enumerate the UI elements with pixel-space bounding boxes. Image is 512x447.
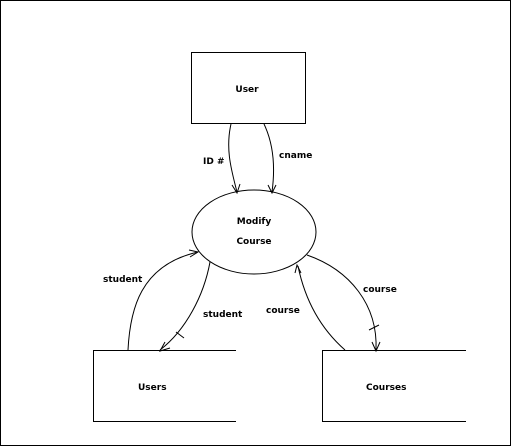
user-entity-box[interactable] xyxy=(191,52,306,124)
id-flow-arrowhead xyxy=(231,183,241,195)
cname-flow-arrowhead xyxy=(267,184,277,195)
courses-store-outline[interactable] xyxy=(322,350,467,422)
courses-store-label: Courses xyxy=(366,383,406,393)
cname-flow-label: cname xyxy=(279,151,312,161)
student-in-flow-arrow xyxy=(127,251,199,351)
student-in-flow-arrowhead xyxy=(188,249,200,258)
course-in-flow-label: course xyxy=(266,306,300,316)
modify-course-process[interactable] xyxy=(191,189,317,275)
student-out-flow-arrowhead xyxy=(158,341,171,352)
cname-flow-arrow xyxy=(263,123,274,193)
course-out-flow-label: course xyxy=(363,285,397,295)
users-store-label: Users xyxy=(138,383,167,393)
process-label-line2: Course xyxy=(236,237,271,247)
course-out-flow-arrow xyxy=(306,254,377,351)
student-out-flow-label: student xyxy=(203,310,243,320)
users-store-outline[interactable] xyxy=(93,350,237,422)
course-in-flow-arrow xyxy=(297,265,346,351)
id-flow-arrow xyxy=(228,123,238,193)
process-label-line1: Modify xyxy=(237,217,272,227)
student-out-flow-tick xyxy=(175,331,185,339)
user-entity-label: User xyxy=(235,85,259,95)
student-out-flow-arrow xyxy=(159,261,211,351)
course-in-flow-arrowhead xyxy=(294,263,302,274)
student-in-flow-label: student xyxy=(103,275,143,285)
course-out-flow-tick xyxy=(368,324,380,331)
id-flow-label: ID # xyxy=(203,157,225,167)
course-out-flow-arrowhead xyxy=(371,341,381,353)
